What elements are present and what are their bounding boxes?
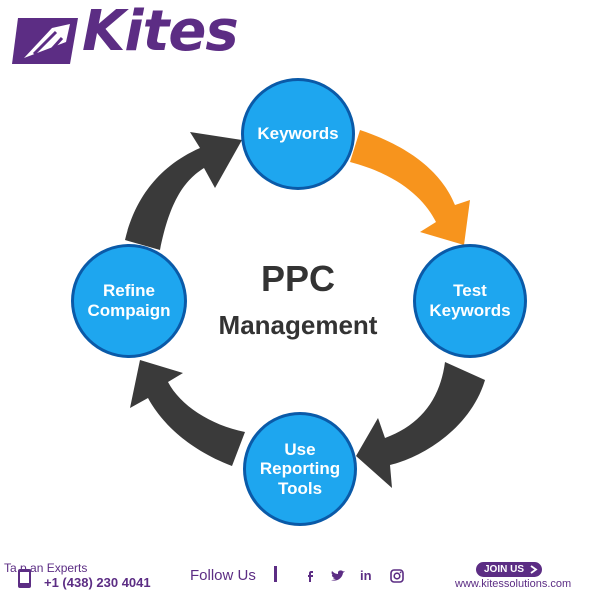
kites-logo[interactable]: Kites [12,4,239,72]
brand-name: Kites [82,0,239,64]
join-us-label: JOIN US [484,564,525,575]
center-title: PPC [260,258,336,299]
twitter-icon[interactable] [330,568,346,584]
arrow-report-to-refine [130,360,245,466]
arrow-test-to-report [356,362,485,488]
arrow-refine-to-keywords [125,132,242,250]
chevron-right-icon [530,565,538,574]
instagram-icon[interactable] [389,568,405,584]
contact-phone[interactable]: +1 (438) 230 4041 [44,575,151,590]
kite-logo-icon [12,18,78,64]
linkedin-icon[interactable]: in [360,568,372,583]
center-subtitle: Management [218,310,378,340]
facebook-icon[interactable] [302,568,318,584]
contact-block[interactable]: Ta p an Experts +1 (438) 230 4041 [4,561,174,595]
follow-us-label: Follow Us [190,567,256,584]
arrow-keywords-to-test [350,130,470,245]
phone-icon [18,569,31,588]
join-us-button[interactable]: JOIN US [476,562,542,577]
node-keywords: Keywords [241,78,355,190]
website-link[interactable]: www.kitessolutions.com [455,578,572,590]
divider [274,566,277,582]
